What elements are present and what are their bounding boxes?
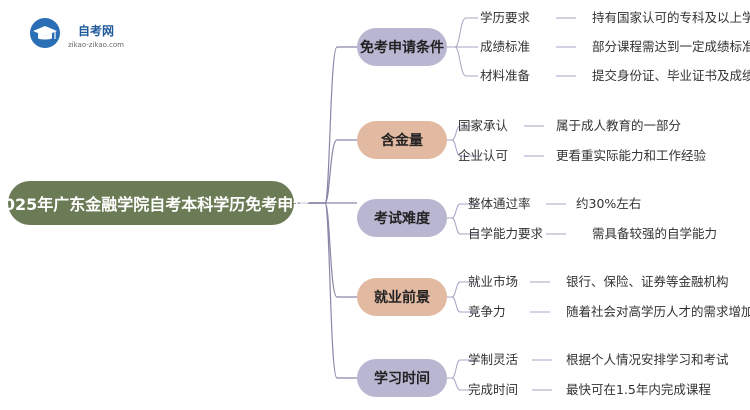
leaf-value: 部分课程需达到一定成绩标准 (592, 39, 750, 54)
leaf-value: 需具备较强的自学能力 (592, 226, 718, 241)
leaf-connectors (447, 17, 576, 391)
logo-title: 自考网 (78, 24, 115, 38)
branch-value: 含金量 (357, 121, 447, 159)
leaf-value: 属于成人教育的一部分 (556, 118, 682, 133)
graduation-cap-icon (30, 18, 60, 48)
leaf-key: 材料准备 (480, 68, 531, 83)
leaf-key: 企业认可 (458, 148, 509, 163)
leaf-value: 持有国家认可的专科及以上学历 (592, 10, 750, 25)
leaf-key: 学制灵活 (468, 352, 519, 367)
site-logo[interactable]: 自考网 zikao-zikao.com (30, 14, 150, 54)
leaf-value: 根据个人情况安排学习和考试 (566, 352, 729, 367)
leaf-key: 国家承认 (458, 118, 509, 133)
leaf-value: 约30%左右 (576, 196, 642, 211)
leaf-key: 整体通过率 (468, 196, 531, 211)
leaf-key: 成绩标准 (480, 39, 531, 54)
connector-lines (294, 46, 357, 379)
leaf-value: 更看重实际能力和工作经验 (556, 148, 707, 163)
leaf-value: 银行、保险、证券等金融机构 (566, 274, 729, 289)
leaf-key: 自学能力要求 (468, 226, 544, 241)
leaf-key: 完成时间 (468, 382, 519, 397)
branch-exam-difficulty: 考试难度 (357, 199, 447, 237)
leaf-key: 就业市场 (468, 274, 519, 289)
branch-study-time: 学习时间 (357, 359, 447, 397)
branch-exemption-conditions: 免考申请条件 (357, 28, 447, 66)
leaf-value: 随着社会对高学历人才的需求增加 (566, 304, 750, 319)
leaf-key: 学历要求 (480, 10, 531, 25)
branch-career-prospects: 就业前景 (357, 278, 447, 316)
leaf-key: 竞争力 (468, 304, 506, 319)
leaf-value: 提交身份证、毕业证书及成绩单 (592, 68, 750, 83)
leaf-value: 最快可在1.5年内完成课程 (566, 382, 711, 397)
logo-subtitle: zikao-zikao.com (68, 41, 124, 49)
root-node: 2025年广东金融学院自考本科学历免考申请 (0, 181, 309, 225)
